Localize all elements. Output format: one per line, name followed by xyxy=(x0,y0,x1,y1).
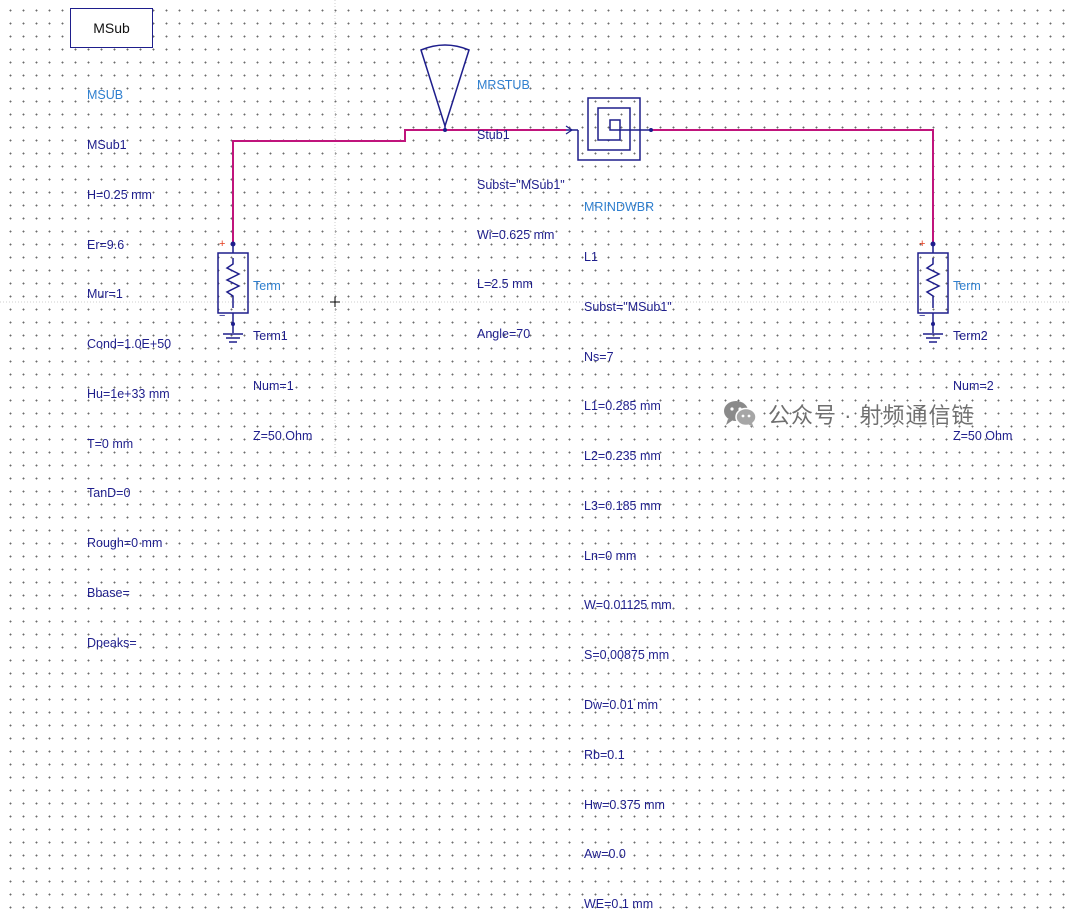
spiral-inductor-symbol[interactable] xyxy=(565,97,653,161)
wire-net[interactable] xyxy=(232,129,934,244)
inductor-param: W=0.01125 mm xyxy=(584,598,672,613)
msub-label[interactable]: MSUB MSub1 H=0.25 mm Er=9.6 Mur=1 Cond=1… xyxy=(87,54,171,668)
inductor-param: Aw=0.0 xyxy=(584,847,626,862)
inductor-pin-2[interactable] xyxy=(649,128,653,132)
msub-type: MSUB xyxy=(87,88,124,103)
stub-pin[interactable] xyxy=(443,128,447,132)
inductor-param: L1 xyxy=(584,249,598,264)
term1-param: Term1 xyxy=(253,328,288,343)
stub-param: L=2.5 mm xyxy=(477,277,533,292)
msub-param: Er=9.6 xyxy=(87,237,125,252)
term1-minus-mark: − xyxy=(219,310,226,322)
stub-label[interactable]: MRSTUB Stub1 Subst="MSub1" Wi=0.625 mm L… xyxy=(477,44,565,359)
msub-param: Hu=1e+33 mm xyxy=(87,386,170,401)
msub-param: T=0 mm xyxy=(87,436,134,451)
term1-symbol[interactable] xyxy=(217,241,249,343)
inductor-param: L3=0.185 mm xyxy=(584,498,661,513)
schematic-canvas xyxy=(0,0,1071,457)
msub-param: Cond=1.0E+50 xyxy=(87,337,172,352)
term1-param: Num=1 xyxy=(253,378,294,393)
msub-param: Dpeaks= xyxy=(87,635,137,650)
inductor-param: L1=0.285 mm xyxy=(584,399,661,414)
ground-icon xyxy=(223,333,243,343)
msub-param: Rough=0 mm xyxy=(87,536,163,551)
msub-param: MSub1 xyxy=(87,137,127,152)
ground-icon xyxy=(923,333,943,343)
term2-type: Term xyxy=(953,279,981,294)
msub-param: H=0.25 mm xyxy=(87,187,152,202)
inductor-param: Ns=7 xyxy=(584,349,614,364)
msub-box-label: MSub xyxy=(93,20,130,36)
msub-symbol-box[interactable]: MSub xyxy=(70,8,153,48)
watermark-text: 公众号 · 射频通信链 xyxy=(768,403,975,428)
inductor-param: Rb=0.1 xyxy=(584,747,625,762)
radial-stub-symbol[interactable] xyxy=(420,44,470,132)
msub-param: Mur=1 xyxy=(87,287,123,302)
stub-param: Stub1 xyxy=(477,127,510,142)
stub-param: Angle=70 xyxy=(477,327,531,342)
inductor-param: S=0.00875 mm xyxy=(584,648,670,663)
inductor-param: WE=0.1 mm xyxy=(584,897,654,912)
term1-plus-mark: + xyxy=(219,238,226,250)
term1-param: Z=50 Ohm xyxy=(253,428,313,443)
inductor-param: Ln=0 mm xyxy=(584,548,637,563)
inductor-param: L2=0.235 mm xyxy=(584,449,661,464)
term1-label[interactable]: Term Term1 Num=1 Z=50 Ohm xyxy=(253,245,312,461)
msub-param: TanD=0 xyxy=(87,486,131,501)
stub-param: Wi=0.625 mm xyxy=(477,227,555,242)
term2-minus-mark: − xyxy=(919,310,926,322)
wire-inductor-to-term2[interactable] xyxy=(651,129,934,244)
inductor-param: Hw=0.375 mm xyxy=(584,797,665,812)
term2-plus-mark: + xyxy=(919,238,926,250)
inductor-type: MRINDWBR xyxy=(584,200,655,215)
stub-type: MRSTUB xyxy=(477,78,530,93)
wechat-icon xyxy=(722,399,758,429)
term2-param: Num=2 xyxy=(953,378,994,393)
inductor-param: Subst="MSub1" xyxy=(584,299,672,314)
cursor-crosshair-icon xyxy=(330,297,340,307)
inductor-param: Dw=0.01 mm xyxy=(584,698,658,712)
inductor-label[interactable]: MRINDWBR L1 Subst="MSub1" Ns=7 L1=0.285 … xyxy=(584,166,672,914)
term1-type: Term xyxy=(253,279,281,294)
term2-param: Z=50 Ohm xyxy=(953,428,1013,443)
wire-term1-to-stub[interactable] xyxy=(232,129,445,244)
watermark: 公众号 · 射频通信链 xyxy=(722,394,975,434)
stub-param: Subst="MSub1" xyxy=(477,177,565,192)
term2-symbol[interactable] xyxy=(917,241,949,343)
msub-param: Bbase= xyxy=(87,586,130,600)
term2-label[interactable]: Term Term2 Num=2 Z=50 Ohm xyxy=(953,245,1012,461)
term2-param: Term2 xyxy=(953,328,988,343)
